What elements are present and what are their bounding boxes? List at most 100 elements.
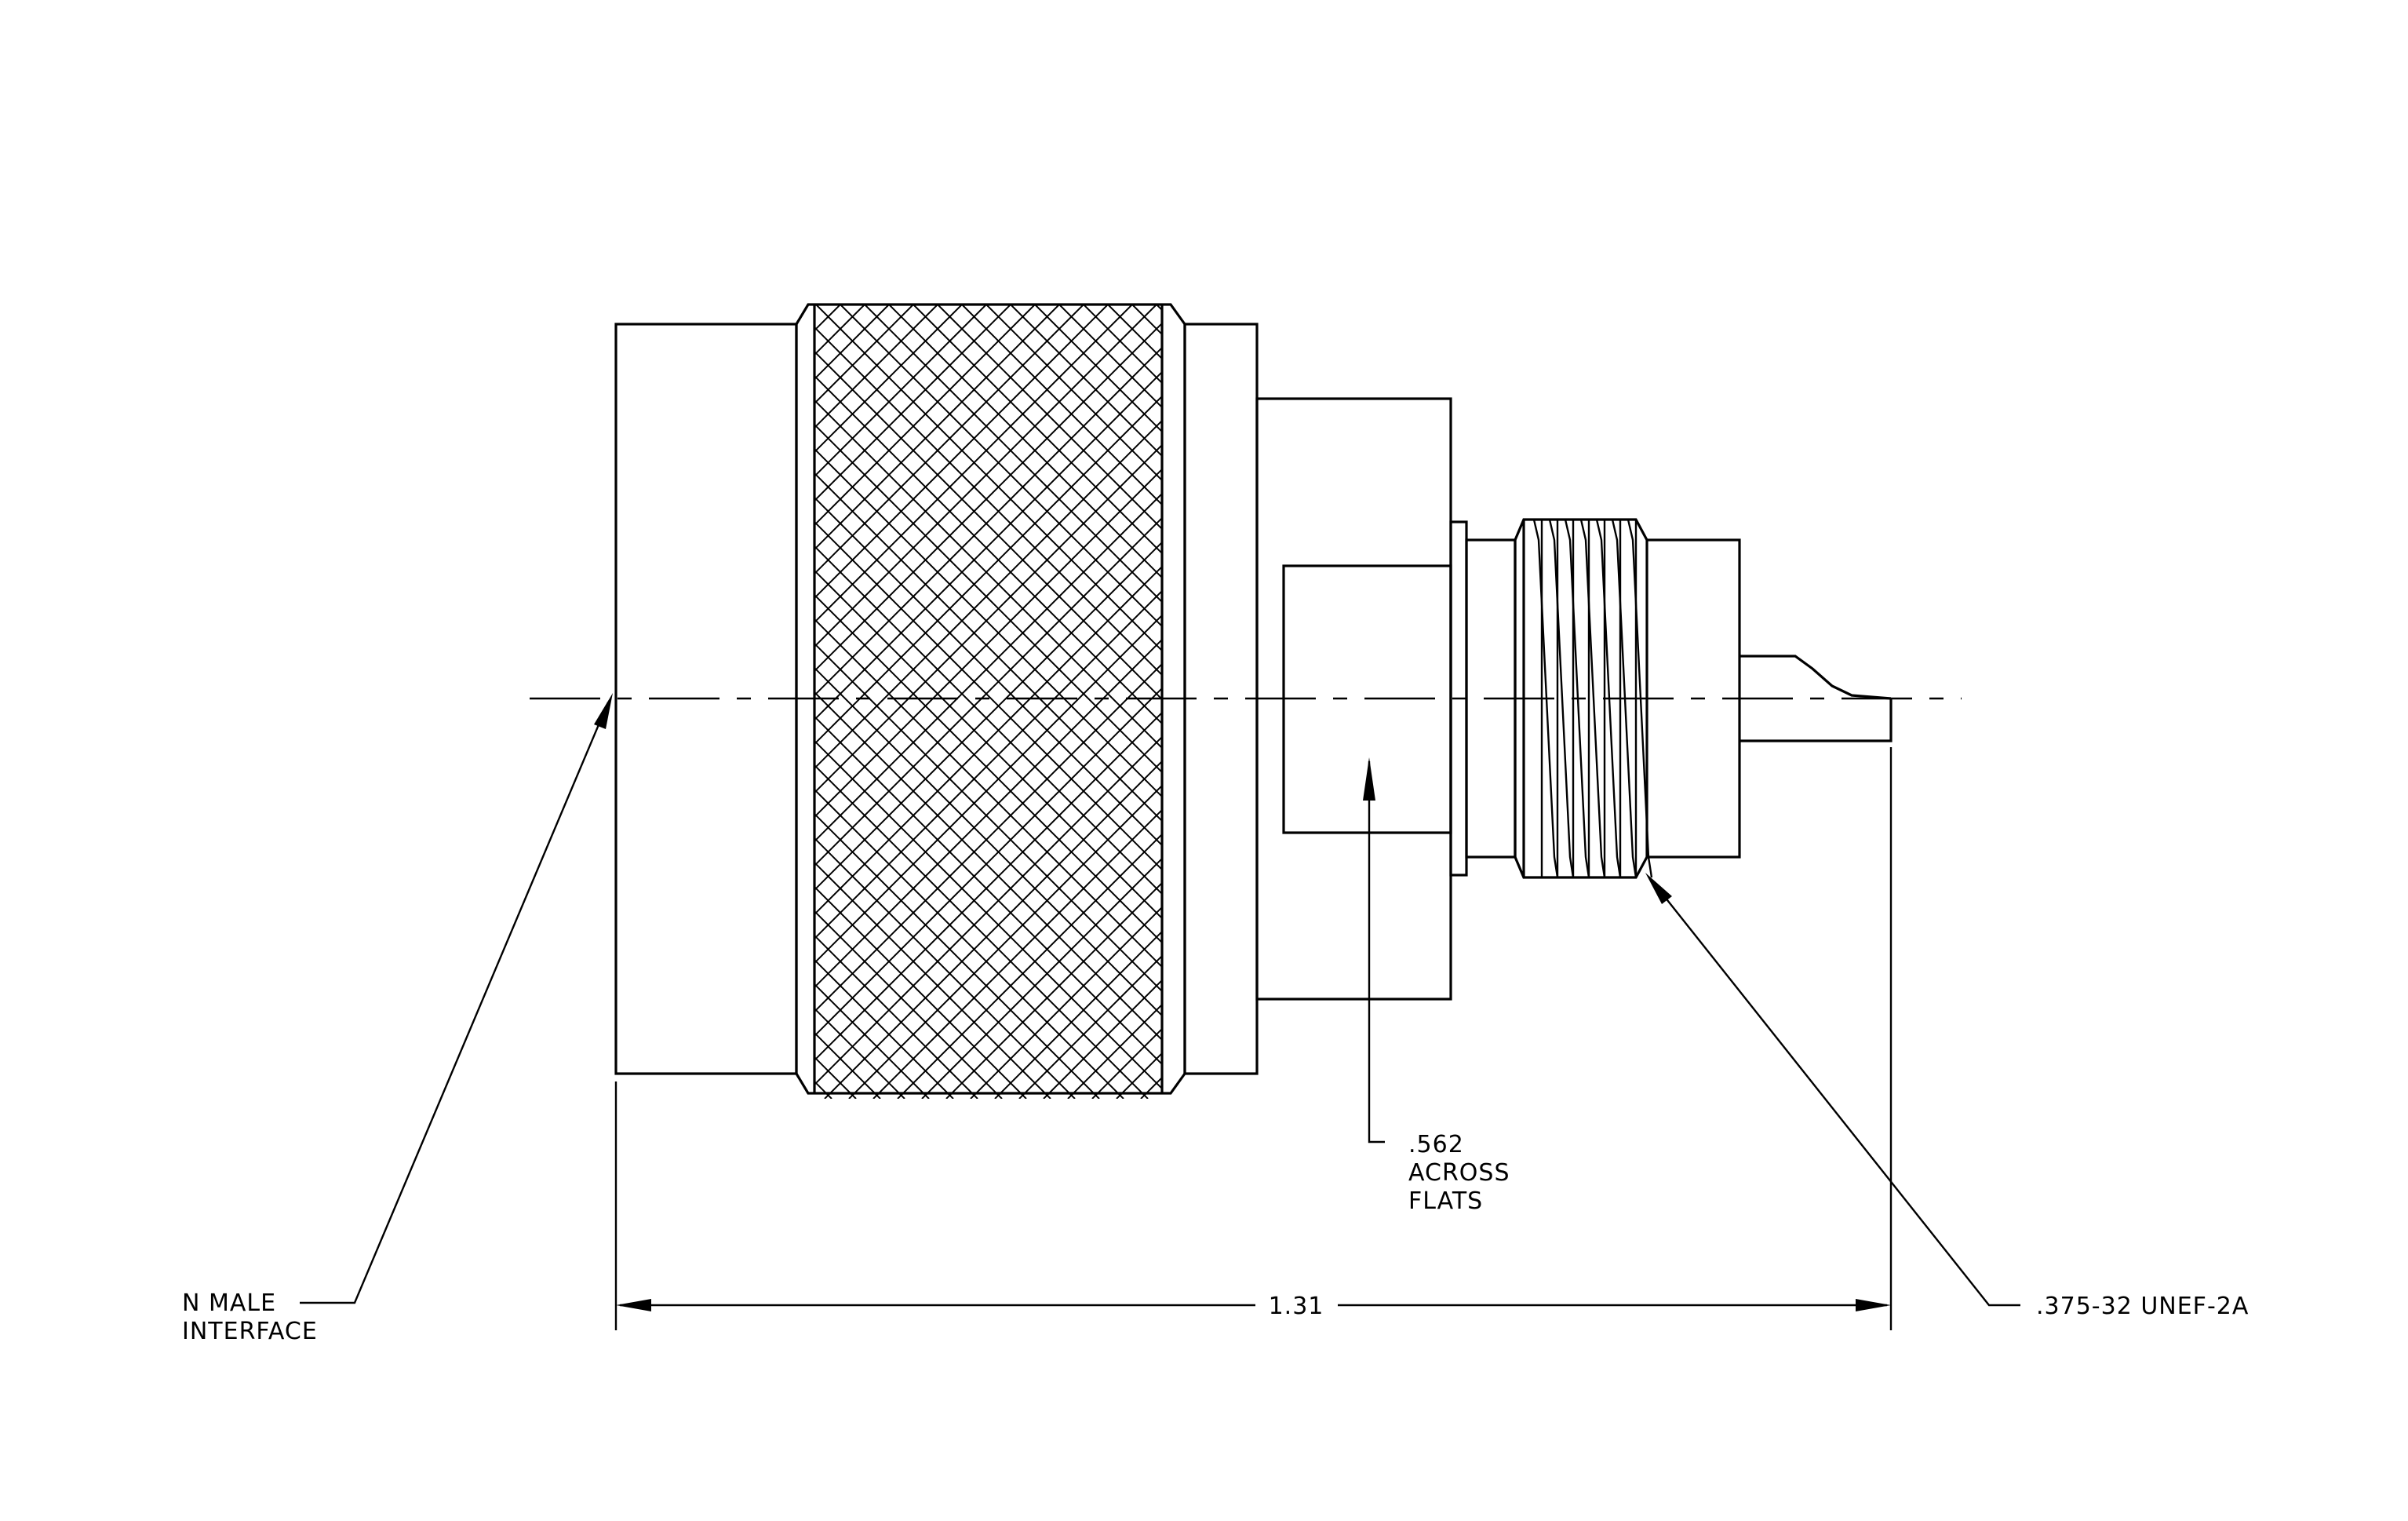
knurl-line [1692,305,2408,1099]
thread-line [1532,519,1559,878]
knurl-line [814,541,1162,892]
knurl-line [814,666,1162,1017]
knurl-line [1140,1076,1162,1099]
knurl-line [0,305,38,1099]
knurl-line [945,881,1162,1099]
knurl-line [0,305,767,1099]
knurl-line [814,305,1036,527]
knurl-line [0,305,491,1099]
knurl-line [814,305,817,308]
knurl-line [814,735,1162,1086]
thread-label: .375-32 UNEF-2A [2036,1293,2249,1320]
knurl-line [815,305,1162,652]
knurl-line [921,857,1162,1099]
thread-line [1564,519,1590,878]
knurl-line [0,305,475,1099]
knurl-line [814,305,865,356]
knurl-line [0,305,378,1099]
knurl-line [1400,305,2194,1099]
knurl-line [0,305,564,1099]
knurl-line [1594,305,2388,1099]
knurl-line [0,305,743,1099]
knurl-line [814,370,1162,721]
knurl-line [814,322,1162,673]
knurl-line [0,305,694,1099]
knurl-line [0,305,524,1099]
knurl-line [1205,305,1999,1099]
knurl-line [814,472,1162,823]
knurl-line [0,305,710,1099]
knurl-line [814,395,1162,746]
knurl-line [814,983,930,1099]
n-male-label-line1: N MALE [182,1289,276,1317]
knurl-line [913,305,1162,555]
knurl-line [814,638,1162,989]
knurl-line [1067,1003,1162,1099]
thread-line [1595,519,1622,878]
knurl-line [814,565,1162,916]
knurl-line [814,419,1162,770]
knurl-line [814,934,978,1099]
knurl-line [1497,305,2291,1099]
knurl-line [0,305,354,1099]
knurl-line [814,711,1162,1062]
knurl-line [1448,305,2242,1099]
knurl-line [0,305,759,1099]
knurl-line [1740,305,2408,1099]
knurl-line [814,569,1162,920]
knurl-line [970,906,1162,1099]
knurl-line [814,861,1051,1099]
knurl-line [1116,1052,1162,1099]
knurl-line [1619,305,2408,1099]
knurl-line [0,305,257,1099]
knurl-line [814,910,1003,1099]
knurl-line [814,305,1060,551]
knurl-line [0,305,637,1099]
knurl-line [814,468,1162,819]
knurl-line [1327,305,2121,1099]
knurl-line [814,399,1162,750]
knurl-line [1473,305,2267,1099]
contact-pin [1740,655,1893,742]
knurl-line [1083,305,1162,385]
knurl-line [814,305,914,405]
knurl-line [814,305,841,332]
knurl-line [814,687,1162,1038]
knurl-line [814,346,1162,697]
knurl-line [0,305,135,1099]
knurl-line [1278,305,2072,1099]
knurl-line [814,305,1109,600]
knurl-line [1546,305,2340,1099]
knurl-line [0,305,403,1099]
flats-label-line3: FLATS [1408,1187,1483,1215]
thread-line [1548,519,1575,878]
knurl-line [1156,305,1162,312]
knurl-line [814,715,1162,1066]
knurl-line [814,837,1076,1099]
knurl-line [985,305,1162,482]
knurl-line [1254,305,2048,1099]
knurl-line [0,305,646,1099]
length-dimension [614,747,1893,1330]
knurl-line [1131,305,1162,336]
knurl-line [814,305,938,429]
knurl-pattern [0,305,2408,1099]
knurl-line [814,1056,857,1099]
knurl-line [814,812,1100,1099]
knurl-line [0,305,500,1099]
knurl-line [814,374,1162,725]
knurl-line [0,305,86,1099]
knurl-line [1935,305,2408,1099]
knurl-line [814,788,1124,1099]
knurl-line [0,305,208,1099]
knurl-line [888,305,1162,579]
knurl-line [1862,305,2408,1099]
knurl-line [13,305,807,1099]
knurl-line [1838,305,2408,1099]
knurl-line [1667,305,2408,1099]
thread-leader [1645,873,2020,1307]
knurl-line [1789,305,2408,1099]
length-dimension-value: 1.31 [1269,1293,1324,1320]
knurl-line [1911,305,2408,1099]
